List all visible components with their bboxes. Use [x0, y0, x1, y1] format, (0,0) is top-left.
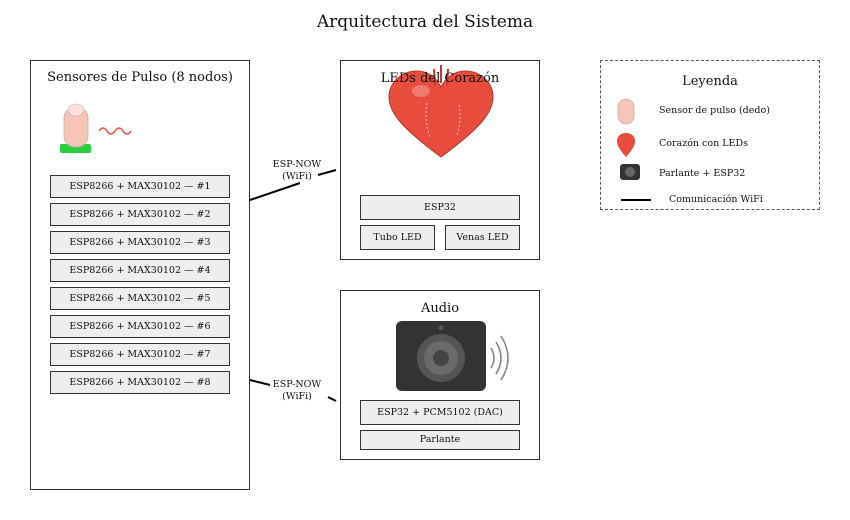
speaker-box: Parlante	[360, 430, 520, 450]
speaker-icon	[396, 321, 486, 391]
connection-protocol: ESP-NOW	[272, 379, 322, 390]
sensor-node: ESP8266 + MAX30102 — #5	[50, 287, 230, 310]
sound-wave-icon	[490, 335, 509, 381]
sensor-node: ESP8266 + MAX30102 — #2	[50, 203, 230, 226]
heart-controller-box: ESP32	[360, 195, 520, 220]
speaker-icon	[620, 164, 640, 180]
led-tube-box: Tubo LED	[360, 225, 435, 250]
heart-icon	[388, 70, 494, 158]
wifi-link-bottom	[249, 379, 271, 386]
wifi-link-top-end	[317, 169, 337, 176]
connection-protocol: ESP-NOW	[272, 159, 322, 170]
connection-medium: (WiFi)	[282, 171, 312, 182]
legend-icons	[617, 98, 651, 201]
legend-label: Parlante + ESP32	[659, 168, 746, 179]
sensor-node: ESP8266 + MAX30102 — #1	[50, 175, 230, 198]
finger-icon	[617, 98, 635, 125]
led-veins-box: Venas LED	[445, 225, 520, 250]
legend-label: Sensor de pulso (dedo)	[659, 105, 770, 116]
finger-sensor-illustration	[60, 103, 132, 153]
legend-title: Leyenda	[682, 74, 738, 89]
led-tube-icon	[433, 65, 449, 86]
sensor-node: ESP8266 + MAX30102 — #3	[50, 231, 230, 254]
sensor-node: ESP8266 + MAX30102 — #7	[50, 343, 230, 366]
finger-icon	[60, 103, 91, 153]
connection-medium: (WiFi)	[282, 391, 312, 402]
sensors-title: Sensores de Pulso (8 nodos)	[47, 70, 233, 85]
heart-title: LEDs del Corazón	[380, 71, 500, 86]
legend-label: Corazón con LEDs	[659, 138, 748, 149]
connection-label-top: ESP-NOW (WiFi)	[262, 159, 332, 183]
wifi-link-bottom-end	[327, 396, 337, 402]
sensor-node: ESP8266 + MAX30102 — #4	[50, 259, 230, 282]
speaker-illustration	[396, 321, 509, 391]
heart-icon	[617, 133, 635, 157]
sensor-node: ESP8266 + MAX30102 — #8	[50, 371, 230, 394]
sensor-node: ESP8266 + MAX30102 — #6	[50, 315, 230, 338]
audio-controller-box: ESP32 + PCM5102 (DAC)	[360, 400, 520, 425]
connection-label-bottom: ESP-NOW (WiFi)	[262, 379, 332, 403]
diagram-title: Arquitectura del Sistema	[316, 12, 534, 32]
legend-label: Comunicación WiFi	[669, 194, 763, 205]
audio-title: Audio	[420, 301, 460, 316]
heart-illustration	[388, 65, 494, 158]
pulse-wave-icon	[98, 127, 132, 135]
legend: Leyenda Sensor de pulso (dedo) Corazón c…	[600, 60, 820, 210]
wifi-link-top	[249, 182, 301, 201]
